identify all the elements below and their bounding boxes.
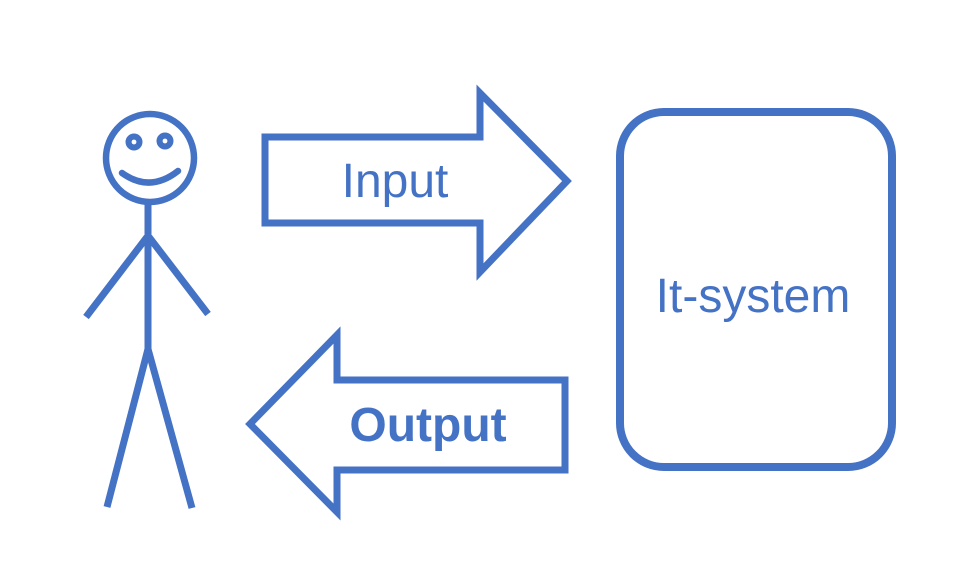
left-block-arrow-icon: Output xyxy=(245,326,569,521)
person-smile xyxy=(118,167,182,186)
person-left-leg xyxy=(103,348,152,508)
person-right-arm xyxy=(146,234,211,317)
rounded-rectangle-node: It-system xyxy=(616,108,896,471)
person-head xyxy=(102,110,198,206)
it-system-box xyxy=(616,108,896,471)
output-arrow-shape xyxy=(245,326,569,521)
it-system-label: It-system xyxy=(656,270,851,323)
input-arrow-shape xyxy=(261,84,572,281)
person-left-arm xyxy=(83,234,150,320)
input-arrow-label: Input xyxy=(342,155,449,208)
right-block-arrow-icon: Input xyxy=(261,84,572,281)
person-left-eye-highlight xyxy=(131,139,137,145)
stick-figure-person-icon xyxy=(83,110,211,509)
output-arrow-label: Output xyxy=(349,399,506,452)
person-right-leg xyxy=(144,348,196,509)
person-right-eye-highlight xyxy=(162,138,168,144)
